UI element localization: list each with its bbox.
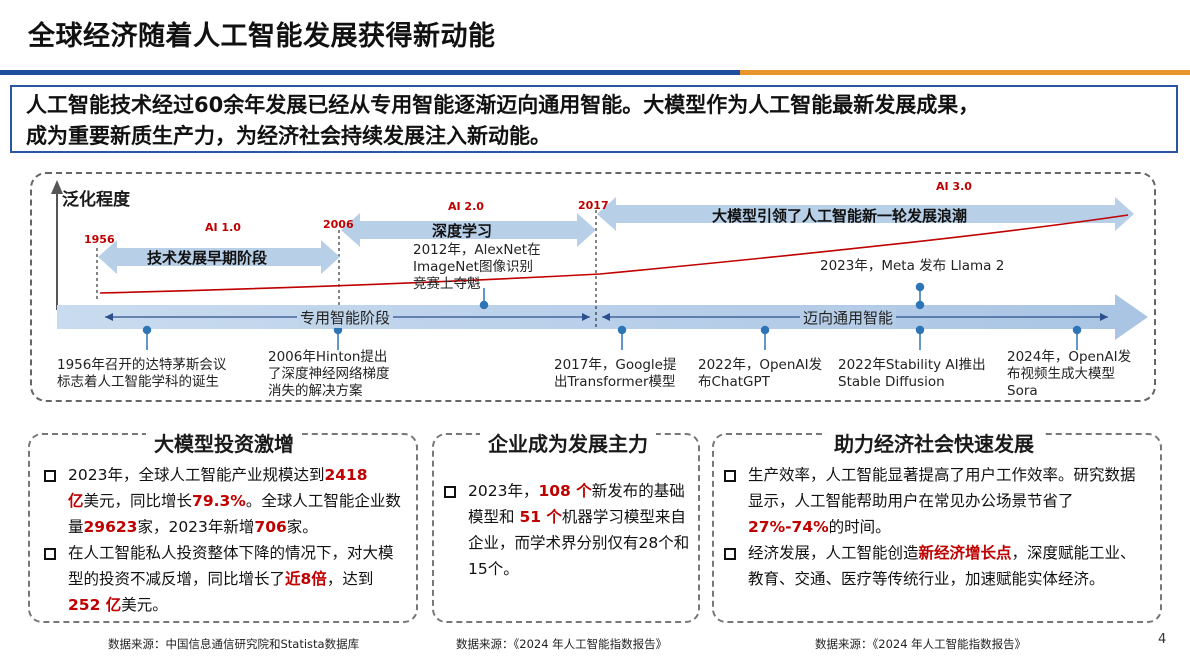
year-2017: 2017 <box>578 199 609 212</box>
stage-label-special: 专用智能阶段 <box>297 307 394 328</box>
section-title-economy: 助力经济社会快速发展 <box>826 428 1042 457</box>
bullet-square-icon <box>724 548 736 560</box>
phase-name-2: 深度学习 <box>432 222 493 240</box>
phase-name-3: 大模型引领了人工智能新一轮发展浪潮 <box>712 207 968 225</box>
y-axis-arrowhead <box>51 180 63 194</box>
phase-name-1: 技术发展早期阶段 <box>147 249 268 267</box>
summary-line-1: 人工智能技术经过60余年发展已经从专用智能逐渐迈向通用智能。大模型作为人工智能最… <box>26 93 980 117</box>
timeline-panel <box>30 172 1156 402</box>
y-axis-label: 泛化程度 <box>62 190 130 210</box>
section-title-enterprise: 企业成为发展主力 <box>480 428 656 457</box>
section-enterprise-bullets: 2023年，108 个新发布的基础模型和 51 个机器学习模型来自企业，而学术界… <box>442 478 692 582</box>
section-title-investment: 大模型投资激增 <box>146 428 302 457</box>
event-markers <box>142 282 1082 350</box>
stage-label-general: 迈向通用智能 <box>800 307 897 328</box>
event-llama2: 2023年，Meta 发布 Llama 2 <box>820 258 1005 274</box>
ai-label-3: AI 3.0 <box>936 180 972 193</box>
ai-label-2: AI 2.0 <box>448 200 484 213</box>
source-investment: 数据来源：中国信息通信研究院和Statista数据库 <box>108 637 360 651</box>
event-transformer: 2017年，Google提 出Transformer模型 <box>554 357 677 390</box>
year-1956: 1956 <box>84 233 115 246</box>
bullet-enterprise-models: 2023年，108 个新发布的基础模型和 51 个机器学习模型来自企业，而学术界… <box>442 478 692 582</box>
bullet-llm-investment: 在人工智能私人投资整体下降的情况下，对大模型的投资不减反增，同比增长了近8倍，达… <box>42 540 407 618</box>
event-alexnet: 2012年，AlexNet在 ImageNet图像识别 竞赛上夺魁 <box>413 242 541 292</box>
page-number: 4 <box>1158 632 1167 647</box>
ai-label-1: AI 1.0 <box>205 221 241 234</box>
section-economy-bullets: 生产效率，人工智能显著提高了用户工作效率。研究数据显示，人工智能帮助用户在常见办… <box>722 462 1147 592</box>
bullet-square-icon <box>444 486 456 498</box>
title-rule-orange <box>740 70 1190 75</box>
generalization-curve <box>99 214 1129 294</box>
year-2006: 2006 <box>323 218 354 231</box>
title-rule-blue <box>0 70 740 75</box>
event-sora: 2024年，OpenAI发 布视频生成大模型 Sora <box>1007 349 1132 399</box>
bullet-square-icon <box>44 548 56 560</box>
bullet-economic-growth: 经济发展，人工智能创造新经济增长点，深度赋能工业、教育、交通、医疗等传统行业，加… <box>722 540 1147 592</box>
event-chatgpt: 2022年，OpenAI发 布ChatGPT <box>698 357 823 390</box>
bullet-square-icon <box>44 470 56 482</box>
summary-box: 人工智能技术经过60余年发展已经从专用智能逐渐迈向通用智能。大模型作为人工智能最… <box>10 85 1178 153</box>
page-title: 全球经济随着人工智能发展获得新动能 <box>28 21 496 52</box>
event-stable-diffusion: 2022年Stability AI推出 Stable Diffusion <box>838 357 986 390</box>
event-hinton: 2006年Hinton提出 了深度神经网络梯度 消失的解决方案 <box>268 349 390 399</box>
timeline-graphic <box>51 180 1148 350</box>
summary-line-2: 成为重要新质生产力，为经济社会持续发展注入新动能。 <box>26 124 551 148</box>
phase-arrow-ai3 <box>597 197 1134 231</box>
phase-arrow-ai2 <box>341 213 596 247</box>
bullet-productivity: 生产效率，人工智能显著提高了用户工作效率。研究数据显示，人工智能帮助用户在常见办… <box>722 462 1147 540</box>
source-enterprise: 数据来源：《2024 年人工智能指数报告》 <box>456 637 668 651</box>
bullet-square-icon <box>724 470 736 482</box>
source-economy: 数据来源：《2024 年人工智能指数报告》 <box>815 637 1027 651</box>
event-dartmouth: 1956年召开的达特茅斯会议 标志着人工智能学科的诞生 <box>57 357 227 390</box>
phase-arrow-ai1 <box>98 240 340 274</box>
